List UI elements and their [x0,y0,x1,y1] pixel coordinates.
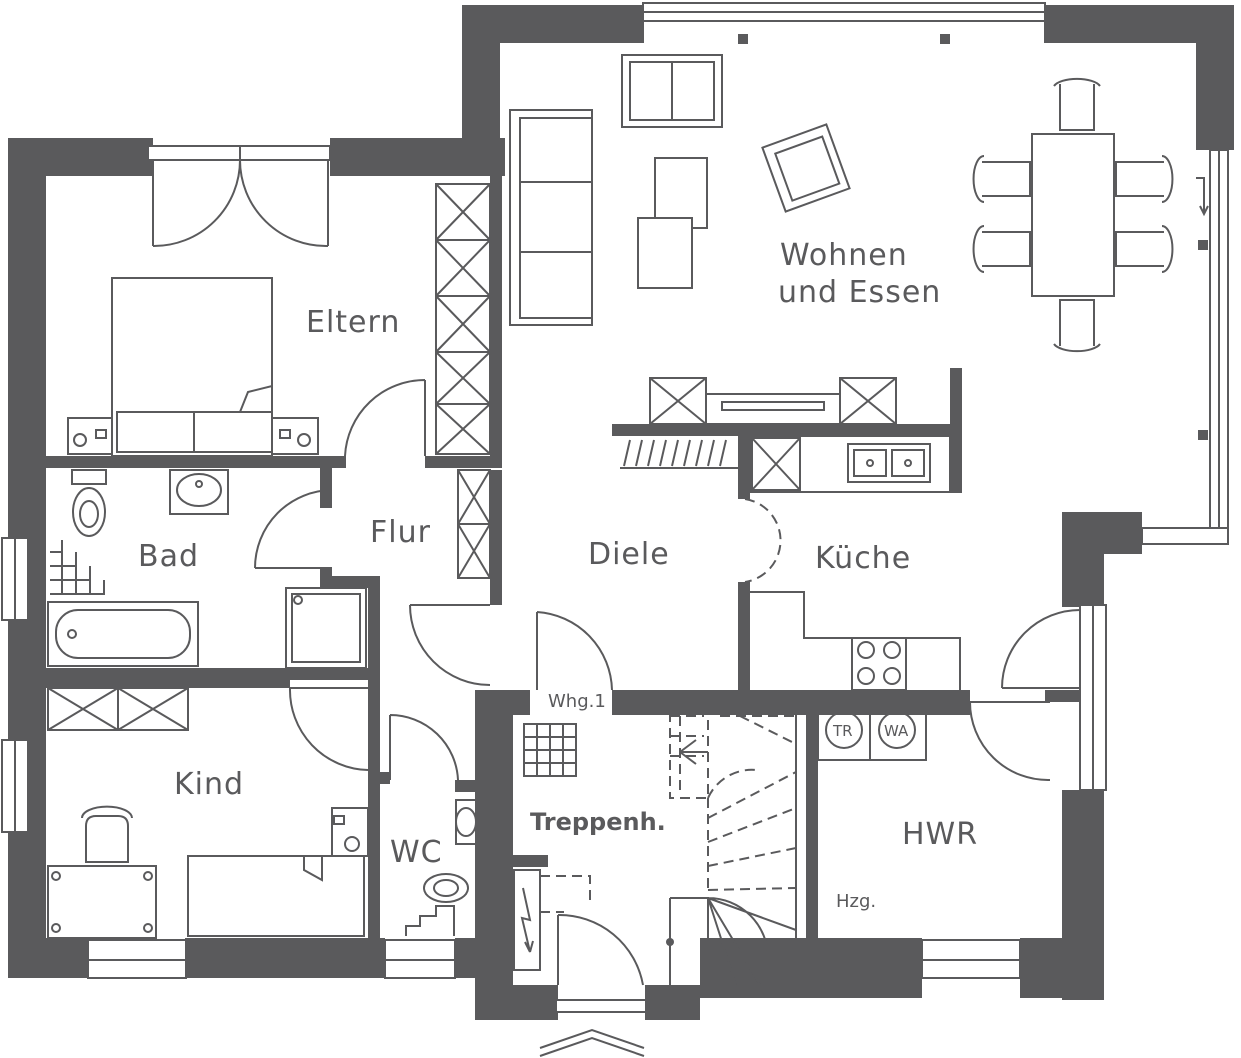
windows [1,2,1229,1013]
room-label-wc: WC [390,835,443,870]
armchair-rotated [761,123,851,213]
tile-grid-bad [50,540,105,595]
tile-grid-treppe [523,723,577,777]
wardrobe-eltern [435,183,491,455]
room-label-wohnen-2: und Essen [778,275,941,310]
shower [285,587,367,669]
room-label-bad: Bad [138,539,199,574]
heating-label: Hzg. [836,891,876,912]
column-marks [738,34,1209,440]
entrance-arrow-icon [539,1028,645,1057]
room-label-flur: Flur [370,515,431,550]
radiator-fins [620,439,738,469]
room-label-eltern: Eltern [306,305,400,340]
dryer-label: TR [832,722,853,740]
room-label-treppenhaus: Treppenh. [530,808,666,836]
coffee-tables [637,157,708,289]
wardrobe-flur [457,469,491,579]
room-label-kueche: Küche [815,541,911,576]
sideboard [649,377,897,425]
bed-double [111,277,273,457]
wardrobe-kind [47,687,189,731]
armchair-top [621,54,723,128]
wc-fixtures [405,799,489,936]
dining-table [972,77,1174,353]
nightstands [67,417,319,455]
room-label-diele: Diele [588,537,670,572]
sink-bad [169,469,229,515]
toilet-bad [71,469,107,537]
staircase [666,712,797,986]
electric-box [513,869,591,971]
room-label-wohnen-1: Wohnen [780,238,908,273]
kitchen-counter-bottom [750,591,961,691]
bed-single [187,807,369,937]
bathtub [47,601,199,667]
washer-label: WA [884,722,909,740]
room-label-kind: Kind [174,767,244,802]
unit-label: Whg.1 [548,691,606,712]
room-label-hwr: HWR [902,817,978,852]
desk [47,805,157,939]
laundry-machines [817,705,927,761]
kitchen-counter-top [749,435,951,493]
door-swings [152,159,1081,986]
interior-walls [46,176,1105,940]
sofa [509,109,593,326]
